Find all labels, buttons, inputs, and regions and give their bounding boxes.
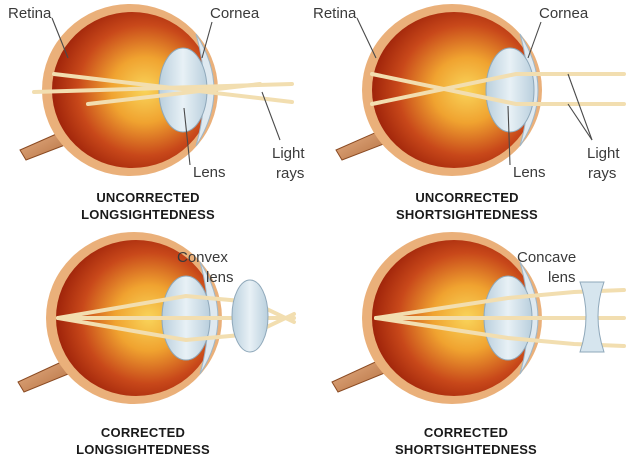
caption-line-2: SHORTSIGHTEDNESS — [395, 442, 537, 457]
label-light: Light — [272, 145, 305, 162]
caption-line-1: CORRECTED — [424, 425, 508, 440]
caption-line-2: SHORTSIGHTEDNESS — [396, 207, 538, 222]
panel-corrected-longsightedness: Convex lens CORRECTED LONGSIGHTEDNESS — [18, 232, 294, 457]
label-convex: Convex — [177, 249, 228, 266]
caption-line-2: LONGSIGHTEDNESS — [76, 442, 210, 457]
caption-line-1: UNCORRECTED — [96, 190, 199, 205]
label-retina: Retina — [313, 5, 357, 22]
lens — [486, 48, 534, 132]
label-cornea: Cornea — [210, 5, 260, 22]
label-light: Light — [587, 145, 620, 162]
label-concave: Concave — [517, 249, 576, 266]
label-lens: lens — [548, 269, 576, 286]
panel-uncorrected-longsightedness: Retina Cornea Lens Light rays UNCORRECTE… — [8, 4, 305, 222]
caption-line-2: LONGSIGHTEDNESS — [81, 207, 215, 222]
panel-corrected-shortsightedness: Concave lens CORRECTED SHORTSIGHTEDNESS — [332, 232, 624, 457]
label-lens: Lens — [193, 164, 226, 181]
panel-uncorrected-shortsightedness: Retina Cornea Lens Light rays UNCORRECTE… — [313, 4, 624, 222]
label-rays: rays — [276, 165, 304, 182]
caption-line-1: UNCORRECTED — [415, 190, 518, 205]
label-lens: Lens — [513, 164, 546, 181]
label-rays: rays — [588, 165, 616, 182]
caption-line-1: CORRECTED — [101, 425, 185, 440]
label-retina: Retina — [8, 5, 52, 22]
label-lens: lens — [206, 269, 234, 286]
convex-lens — [232, 280, 268, 352]
label-cornea: Cornea — [539, 5, 589, 22]
